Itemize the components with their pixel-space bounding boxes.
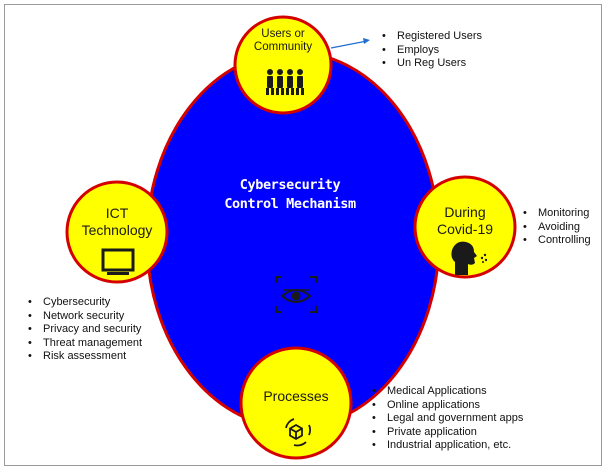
- covid-node-label: During Covid-19: [420, 204, 510, 238]
- users-item-list: Registered Users Employs Un Reg Users: [380, 30, 482, 71]
- center-title: Cybersecurity Control Mechanism: [185, 176, 395, 214]
- list-item: Registered Users: [380, 30, 482, 44]
- list-item: Un Reg Users: [380, 57, 482, 71]
- processes-item-list: Medical Applications Online applications…: [370, 385, 523, 453]
- users-arrow: [330, 38, 370, 49]
- covid-item-list: Monitoring Avoiding Controlling: [521, 207, 591, 248]
- monitor-icon: [101, 248, 135, 275]
- list-item: Cybersecurity: [26, 296, 142, 310]
- person-cough-icon: [451, 241, 488, 275]
- list-item: Risk assessment: [26, 350, 142, 364]
- users-node-label: Users or Community: [243, 28, 323, 54]
- processes-label: Processes: [263, 388, 329, 404]
- list-item: Monitoring: [521, 207, 591, 221]
- list-item: Controlling: [521, 234, 591, 248]
- list-item: Employs: [380, 44, 482, 58]
- list-item: Threat management: [26, 337, 142, 351]
- ict-label-line2: Technology: [81, 222, 153, 238]
- recycle-cube-icon: [285, 418, 311, 447]
- list-item: Online applications: [370, 399, 523, 413]
- processes-node-circle: [239, 346, 353, 460]
- processes-node-label: Processes: [246, 388, 346, 405]
- users-label-line1: Users or: [261, 28, 305, 40]
- list-item: Network security: [26, 310, 142, 324]
- list-item: Privacy and security: [26, 323, 142, 337]
- ict-label-line1: ICT: [105, 205, 129, 221]
- users-label-line2: Community: [253, 41, 313, 53]
- covid-node-circle: [413, 175, 517, 279]
- security-eye-icon: [275, 276, 317, 313]
- users-node-circle: [233, 15, 333, 115]
- ict-item-list: Cybersecurity Network security Privacy a…: [26, 296, 142, 364]
- covid-label-line1: During: [444, 204, 486, 220]
- list-item: Medical Applications: [370, 385, 523, 399]
- covid-label-line2: Covid-19: [436, 221, 494, 237]
- list-item: Private application: [370, 426, 523, 440]
- list-item: Legal and government apps: [370, 412, 523, 426]
- center-title-line1: Cybersecurity: [239, 177, 341, 193]
- people-group-icon: [266, 69, 304, 95]
- diagram-frame: [4, 4, 602, 466]
- center-title-line2: Control Mechanism: [224, 196, 356, 212]
- list-item: Industrial application, etc.: [370, 439, 523, 453]
- ict-node-circle: [65, 180, 169, 284]
- ict-node-label: ICT Technology: [72, 205, 162, 239]
- list-item: Avoiding: [521, 221, 591, 235]
